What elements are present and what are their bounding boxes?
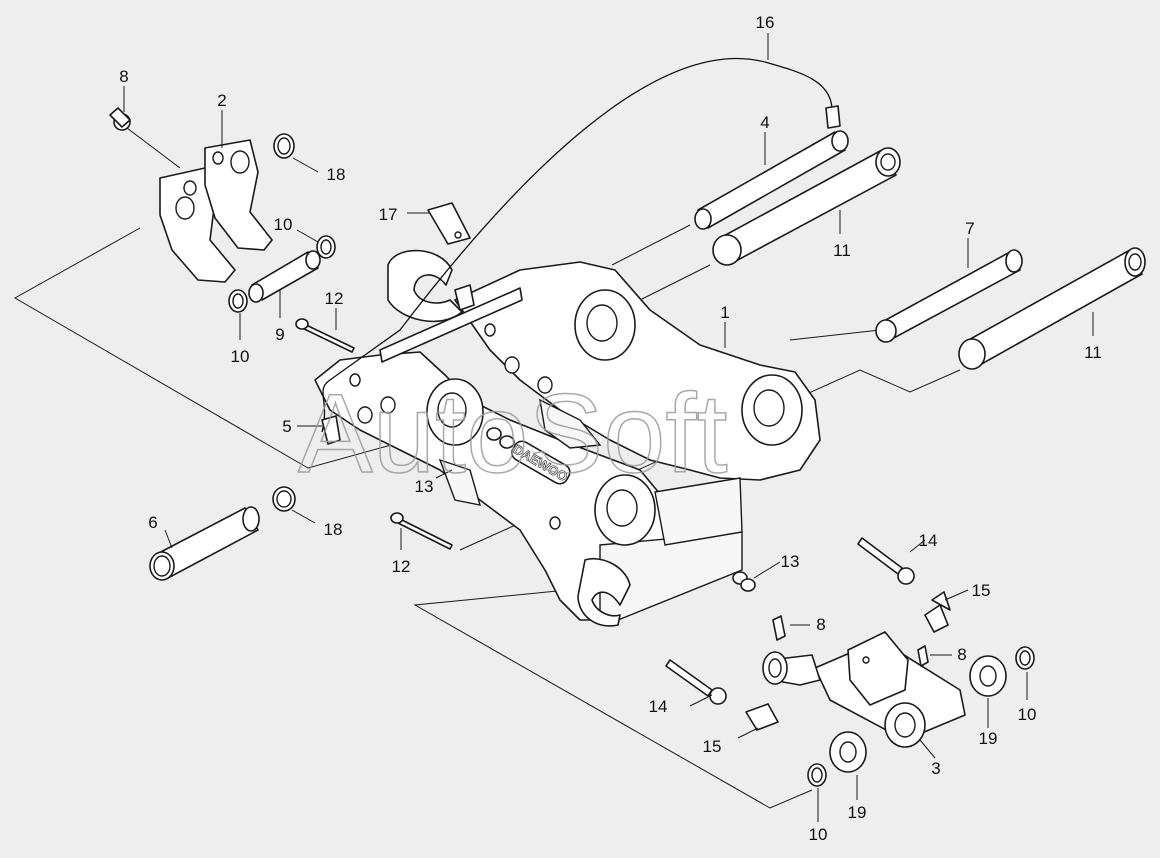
callout-4: 4 — [760, 113, 769, 132]
callout-11: 11 — [833, 241, 851, 260]
quick-coupler-frame: DAEWOO — [314, 249, 821, 627]
callout-17: 17 — [379, 205, 398, 224]
callout-16: 16 — [756, 13, 775, 32]
hydraulic-cylinder-assembly — [665, 537, 1035, 787]
callout-18: 18 — [324, 520, 343, 539]
callout-14: 14 — [919, 531, 938, 550]
callout-6: 6 — [148, 513, 157, 532]
callout-10: 10 — [1018, 705, 1037, 724]
callout-8: 8 — [816, 615, 825, 634]
callout-5: 5 — [282, 417, 291, 436]
callout-10: 10 — [231, 347, 250, 366]
callout-3: 3 — [931, 759, 940, 778]
callout-10: 10 — [274, 215, 293, 234]
callout-7: 7 — [965, 219, 974, 238]
callout-12: 12 — [325, 289, 344, 308]
callout-13: 13 — [781, 552, 800, 571]
callout-10: 10 — [809, 825, 828, 844]
lock-plate-and-cable — [321, 57, 841, 445]
callout-15: 15 — [972, 581, 991, 600]
callout-15: 15 — [703, 737, 722, 756]
autosoft-watermark: AutoSoft — [298, 371, 728, 496]
callout-14: 14 — [649, 697, 668, 716]
lower-left-parts — [149, 318, 453, 581]
callout-labels: 16 8 2 18 4 17 10 11 7 12 9 10 1 11 5 13… — [119, 13, 1102, 844]
callout-19: 19 — [979, 729, 998, 748]
callout-8: 8 — [119, 67, 128, 86]
hook-bracket-assembly — [109, 107, 336, 313]
pins-upper-right — [694, 130, 1146, 370]
callout-9: 9 — [275, 325, 284, 344]
callout-18: 18 — [327, 165, 346, 184]
callout-leaders — [123, 33, 1094, 822]
callout-11: 11 — [1084, 343, 1102, 362]
callout-1: 1 — [720, 303, 729, 322]
callout-8: 8 — [957, 645, 966, 664]
callout-12: 12 — [392, 557, 411, 576]
callout-19: 19 — [848, 803, 867, 822]
callout-2: 2 — [217, 91, 226, 110]
callout-13: 13 — [415, 477, 434, 496]
